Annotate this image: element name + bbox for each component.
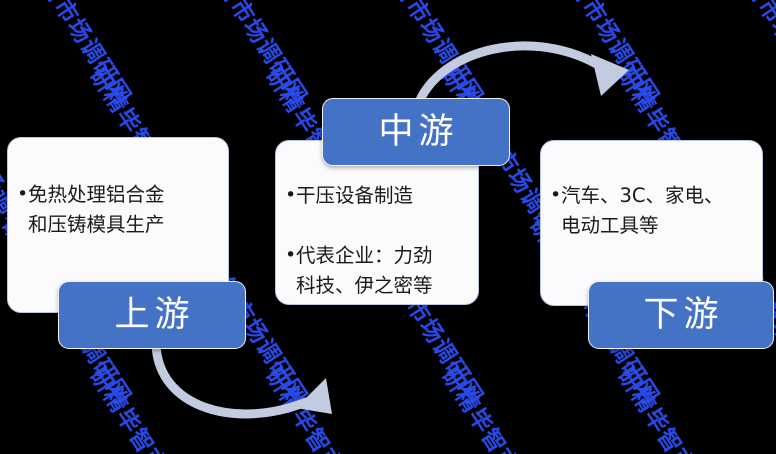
watermark-text: 研精毕智市场调研网: [0, 360, 54, 454]
midstream-content-text: 干压设备制造 代表企业：力劲 科技、伊之密等: [285, 151, 472, 331]
watermark-text: 研精毕智市场调研网: [0, 0, 137, 109]
downstream-label-text: 下游: [643, 294, 724, 335]
midstream-bullet-0: 干压设备制造: [285, 180, 472, 211]
watermark-text: 研精毕智市场调研网: [83, 360, 229, 454]
watermark-text: 研精毕智市场调研网: [435, 360, 581, 454]
watermark-text: 研精毕智市场调研网: [611, 360, 757, 454]
upstream-content-text: 免热处理铝合金 和压铸模具生产: [17, 150, 222, 270]
watermark-text: 研精毕智市场调研网: [173, 0, 313, 109]
upstream-label-box[interactable]: 上游: [58, 281, 246, 349]
watermark-text: 研精毕智市场调研网: [701, 0, 776, 109]
midstream-label-text: 中游: [378, 111, 459, 152]
downstream-label-box[interactable]: 下游: [588, 281, 774, 349]
watermark-text: 研精毕智市场调研网: [259, 360, 405, 454]
midstream-bullet-1: 代表企业：力劲 科技、伊之密等: [285, 240, 472, 301]
upstream-bullet-0: 免热处理铝合金 和压铸模具生产: [17, 179, 222, 240]
downstream-content-text: 汽车、3C、家电、 电动工具等: [550, 151, 756, 271]
downstream-bullet-0: 汽车、3C、家电、 电动工具等: [550, 180, 756, 241]
upstream-label-text: 上游: [114, 294, 195, 335]
watermark-text: 研精毕智市场调研网: [349, 0, 489, 109]
watermark-text: 研精毕智市场调研网: [525, 0, 665, 109]
midstream-label-box[interactable]: 中游: [322, 98, 510, 166]
